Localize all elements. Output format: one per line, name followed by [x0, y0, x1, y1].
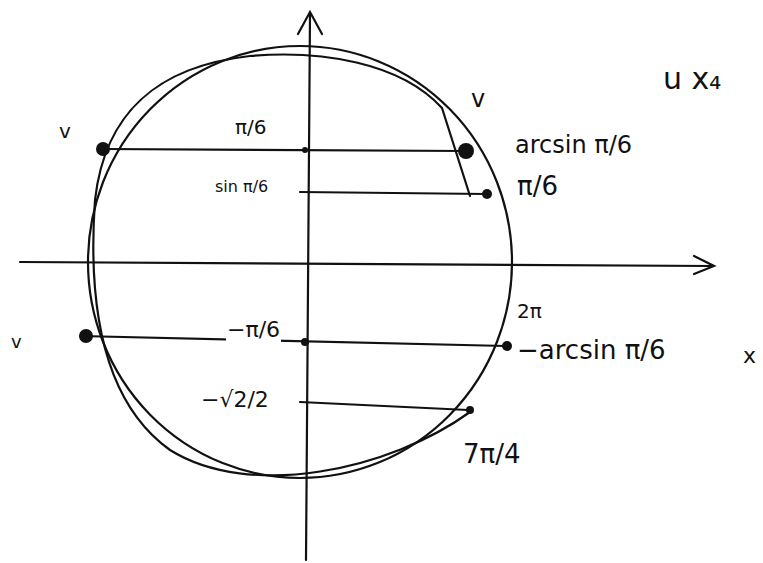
level-line [300, 192, 486, 194]
angle-label: x [742, 344, 757, 368]
angle-label: 7π/4 [462, 440, 522, 469]
point [96, 142, 110, 156]
point [301, 338, 309, 346]
angle-label: 2π [516, 300, 543, 322]
angle-label: v [470, 86, 486, 112]
point [466, 406, 474, 414]
x-axis [20, 262, 712, 266]
point [502, 341, 512, 351]
angle-label: sin π/6 [214, 178, 269, 196]
unit-circle [88, 46, 512, 478]
level-line [80, 336, 506, 346]
angle-label: π/6 [234, 116, 268, 138]
angle-label: π/6 [516, 172, 559, 201]
rotation-arc [93, 55, 470, 476]
angle-label: v [58, 120, 72, 142]
angle-label: v [10, 332, 23, 352]
angle-label: arcsin π/6 [514, 132, 633, 158]
point [302, 147, 308, 153]
level-line [102, 149, 466, 151]
angle-label: −√2/2 [200, 388, 270, 412]
angle-label: −arcsin π/6 [516, 336, 667, 365]
angle-label: u x₄ [662, 62, 722, 95]
y-axis-arrow [298, 12, 322, 34]
point [79, 329, 93, 343]
level-line [300, 402, 468, 410]
point [458, 143, 474, 159]
x-axis-arrow [694, 256, 714, 274]
angle-label: −π/6 [226, 318, 281, 342]
point [482, 189, 492, 199]
